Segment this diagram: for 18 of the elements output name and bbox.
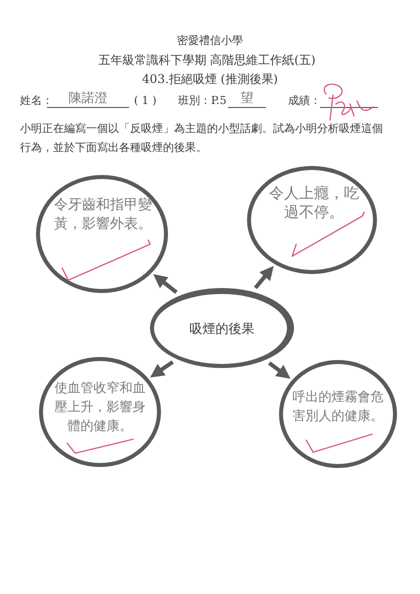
instruction-text: 小明正在編寫一個以「反吸煙」為主題的小型話劇。試為小明分析吸煙這個行為，並於下面寫出各種吸煙的後果。 bbox=[20, 121, 384, 156]
worksheet-heading: 五年級常識科下學期 高階思維工作紙(五) bbox=[98, 53, 316, 68]
field-label: 姓名： bbox=[20, 94, 53, 108]
field-label: 班別：P.5 bbox=[178, 94, 227, 108]
handwritten-answer: 令人上癮，吃過不停。 bbox=[268, 184, 360, 222]
school-name: 密愛禮信小學 bbox=[177, 34, 243, 48]
handwritten-answer: 令牙齒和指甲變黃，影響外表。 bbox=[54, 196, 152, 234]
handwritten-answer: 呼出的煙霧會危害別人的健康。 bbox=[292, 389, 384, 426]
arrow bbox=[148, 360, 174, 380]
topic-text: 吸煙的後果 bbox=[190, 321, 254, 339]
fill-in-line: 望 bbox=[228, 91, 266, 108]
class-number: ( 1 ) bbox=[134, 94, 157, 108]
handwritten-answer: 使血管收窄和血壓上升，影響身體的健康。 bbox=[54, 380, 146, 436]
field-label: 成績： bbox=[288, 94, 321, 108]
arrow bbox=[268, 361, 292, 380]
topic-heading: 403.拒絕吸煙 (推測後果) bbox=[142, 72, 278, 86]
arrow bbox=[152, 272, 178, 294]
arrow bbox=[254, 264, 276, 290]
